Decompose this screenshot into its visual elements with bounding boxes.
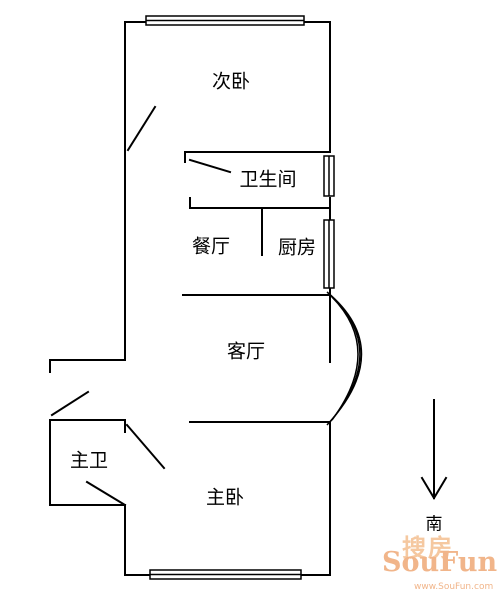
interior-wall [189,197,331,209]
watermark-english: SouFun [382,547,498,578]
door-swing [188,158,232,174]
watermark-url: www.SouFun.com [414,582,494,592]
room-label-master-bath: 主卫 [69,449,109,472]
bay-window [331,296,359,421]
room-label-master-bedroom: 主卧 [205,486,245,509]
interior-wall [49,419,126,433]
door-swing [85,480,127,507]
room-label-kitchen: 厨房 [277,236,317,259]
bay-window [326,291,363,426]
room-label-bathroom: 卫生间 [239,168,297,191]
outer-wall [49,419,126,506]
watermark-chinese: 搜房 [402,533,454,562]
room-label-second-bedroom: 次卧 [211,70,251,93]
outer-wall [49,21,126,373]
room-label-dining-room: 餐厅 [191,235,231,258]
soufun-watermark-logo: 搜房 SouFun www.SouFun.com [380,528,498,598]
arrow-down-icon [420,399,448,500]
room-label-living-room: 客厅 [226,340,266,363]
door-swing [125,423,166,470]
door-swing [50,390,90,417]
compass-south-label: 南 [425,514,443,535]
door-swing [126,105,157,152]
